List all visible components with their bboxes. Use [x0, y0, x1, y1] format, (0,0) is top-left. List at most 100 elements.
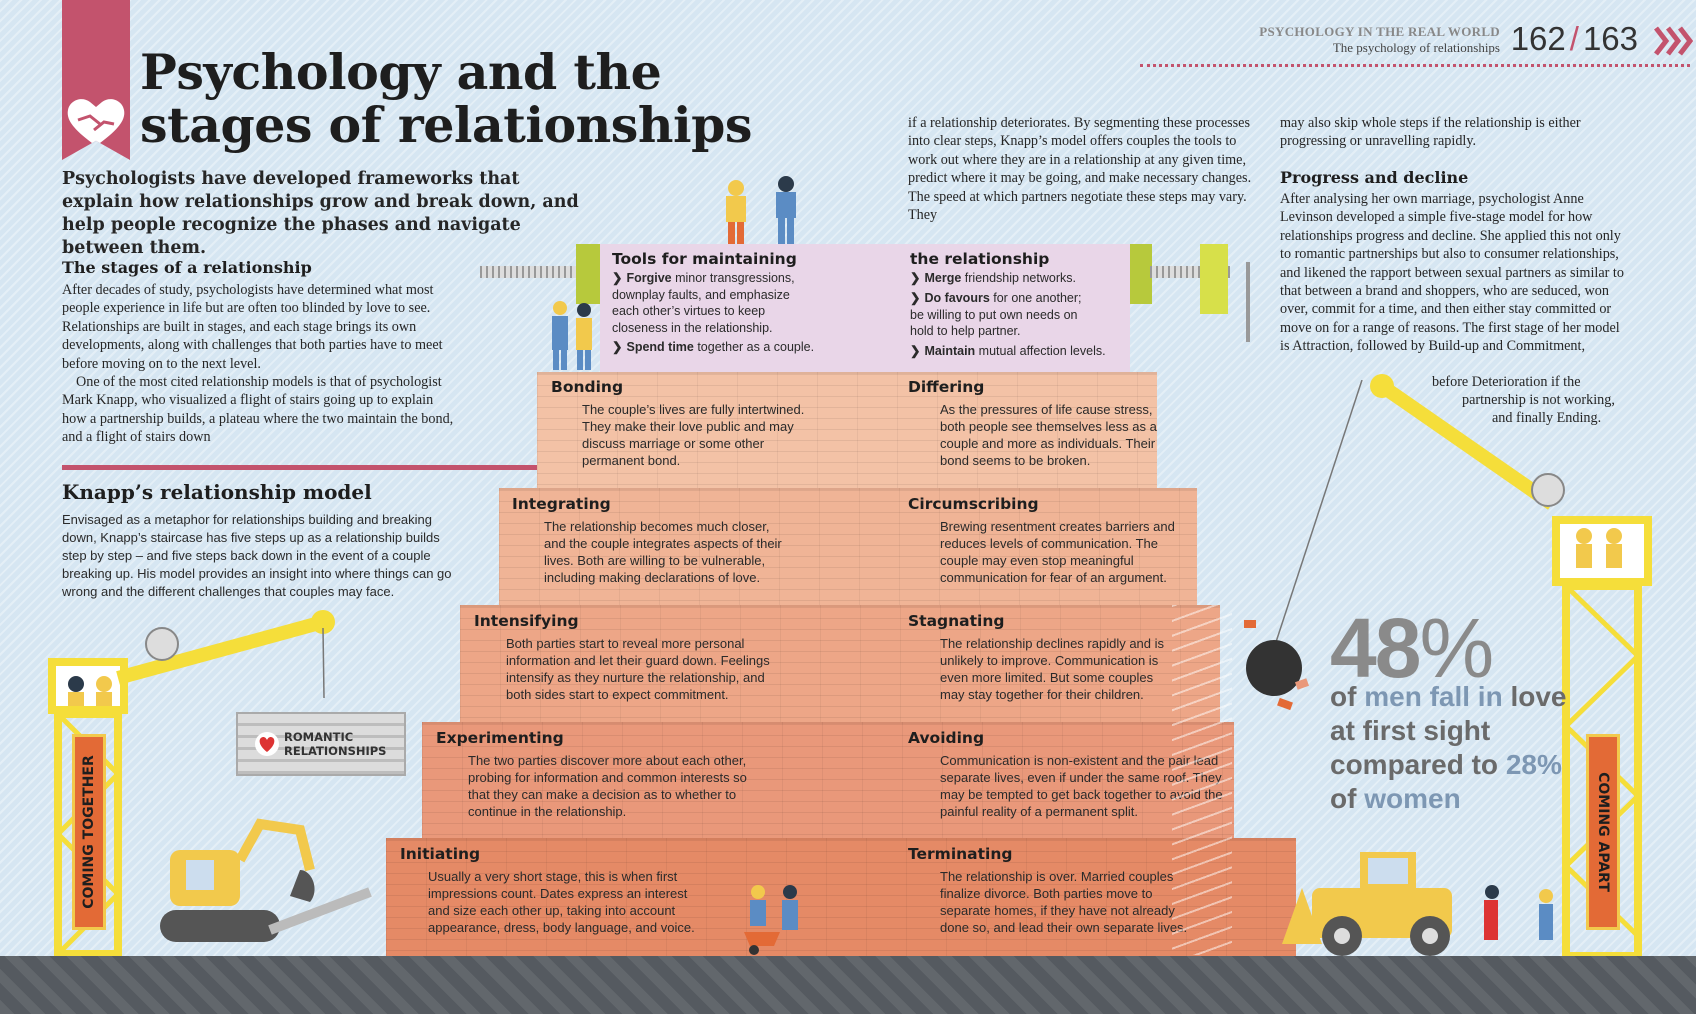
left-clamp: [576, 244, 600, 304]
avoiding-text: Communication is non-existent and the pa…: [940, 753, 1223, 819]
wheelbarrow-workers-illustration: [744, 885, 798, 955]
chevron-right-icon: ❯: [910, 271, 921, 285]
knapp-paragraph: Envisaged as a metaphor for relationship…: [62, 512, 452, 599]
section-divider: [62, 465, 537, 470]
bulldozer-illustration: [1282, 852, 1553, 956]
progress-paragraph: After analysing her own marriage, psycho…: [1280, 191, 1624, 355]
bullet-bold: Do favours: [924, 291, 990, 305]
progress-heading: Progress and decline: [1280, 168, 1469, 187]
integrating-text: The relationship becomes much closer, an…: [544, 519, 782, 585]
stat-caption: of men fall in love at first sight compa…: [1330, 680, 1570, 816]
step-initiating-terminating: [386, 838, 1296, 956]
cracked-wall: [1172, 605, 1232, 955]
differing-text: As the pressures of life cause stress, b…: [940, 402, 1157, 468]
terminating-text: The relationship is over. Married couple…: [940, 869, 1188, 935]
page-right: 163: [1582, 20, 1638, 57]
left-crane-illustration: [48, 610, 335, 958]
bonding-title: Bonding: [551, 378, 624, 396]
step-experimenting-avoiding: [422, 722, 1234, 838]
chevrons-icon: [1654, 26, 1694, 56]
experimenting-title: Experimenting: [436, 729, 564, 747]
title-line-2: stages of relationships: [140, 96, 752, 154]
progress-tail-1: before Deterioration if the: [1432, 374, 1581, 390]
step-intensifying-stagnating: [460, 605, 1220, 722]
coming-together-text: COMING TOGETHER: [81, 755, 97, 909]
tools-right-bullet-1: ❯Merge friendship networks.: [910, 270, 1110, 287]
bullet-text: for one another; be willing to put own n…: [910, 291, 1082, 338]
chevron-right-icon: ❯: [910, 344, 921, 358]
stages-heading: The stages of a relationship: [62, 258, 312, 277]
tools-left-title: Tools for maintaining: [612, 250, 797, 268]
progress-tail-2: partnership is not working,: [1462, 392, 1615, 408]
step-integrating-circumscribing: [499, 488, 1197, 605]
circumscribing-text: Brewing resentment creates barriers and …: [940, 519, 1175, 585]
stat-28: 28%: [1505, 749, 1562, 780]
page-slash: /: [1569, 20, 1579, 57]
terminating-title: Terminating: [908, 845, 1013, 863]
initiating-title: Initiating: [400, 845, 481, 863]
stagnating-title: Stagnating: [908, 612, 1005, 630]
integrating-title: Integrating: [512, 495, 611, 513]
left-clamp-rod: [480, 266, 580, 278]
avoiding-title: Avoiding: [908, 729, 985, 747]
stat-of: of: [1330, 681, 1365, 712]
experimenting-text: The two parties discover more about each…: [468, 753, 747, 819]
chevron-right-icon: ❯: [612, 340, 623, 354]
excavator-illustration: [160, 818, 372, 942]
coming-together-label: COMING TOGETHER: [72, 734, 106, 930]
bullet-text: friendship networks.: [961, 271, 1076, 285]
chevron-right-icon: ❯: [612, 271, 623, 285]
title-line-1: Psychology and the: [140, 43, 662, 101]
bullet-bold: Merge: [924, 271, 962, 285]
running-header: PSYCHOLOGY IN THE REAL WORLD The psychol…: [1259, 24, 1500, 56]
tools-right-title: the relationship: [910, 250, 1050, 268]
ground: [0, 956, 1696, 1014]
stagnating-text: The relationship declines rapidly and is…: [940, 636, 1165, 702]
workers-top-illustration: [726, 176, 796, 244]
initiating-text: Usually a very short stage, this is when…: [428, 869, 695, 935]
column-3-text: if a relationship deteriorates. By segme…: [908, 115, 1252, 224]
page-title: Psychology and the stages of relationshi…: [140, 46, 780, 152]
tools-left-bullet-1: ❯Forgive minor transgressions, downplay …: [612, 270, 812, 336]
subsection-name: The psychology of relationships: [1332, 40, 1500, 55]
bonding-text: The couple’s lives are fully intertwined…: [582, 402, 805, 468]
tools-right-bullet-2: ❯Do favours for one another; be willing …: [910, 290, 1096, 340]
page-left: 162: [1510, 20, 1566, 57]
stat-number: 48%: [1330, 600, 1494, 697]
stat-women: women: [1364, 783, 1461, 814]
stat-men: men fall in: [1364, 681, 1503, 712]
stat-value: 48: [1330, 601, 1421, 695]
right-clamp: [1130, 244, 1152, 304]
chapter-ribbon: [62, 0, 130, 160]
sign-line-2: RELATIONSHIPS: [284, 744, 387, 758]
heart-icon: [255, 732, 279, 756]
bullet-text: together as a couple.: [693, 340, 815, 354]
column-4-top-text: may also skip whole steps if the relatio…: [1280, 115, 1581, 150]
bullet-bold: Spend time: [626, 340, 694, 354]
romantic-relationships-sign: ROMANTIC RELATIONSHIPS: [236, 712, 406, 776]
tools-panel: [600, 244, 1130, 372]
workers-left-illustration: [552, 301, 592, 370]
header-dotted-rule: [1140, 64, 1690, 67]
clamp-screw: [1200, 244, 1228, 314]
heart-hands-icon: [67, 99, 125, 146]
intro-paragraph: Psychologists have developed frameworks …: [62, 169, 579, 258]
sign-line-1: ROMANTIC: [284, 730, 354, 744]
intensifying-text: Both parties start to reveal more person…: [506, 636, 770, 702]
clamp-handle: [1246, 262, 1250, 342]
section-name: PSYCHOLOGY IN THE REAL WORLD: [1259, 24, 1500, 39]
stat-middle: love at first sight compared to: [1330, 681, 1567, 780]
coming-apart-text: COMING APART: [1595, 772, 1611, 892]
tools-right-bullet-3: ❯Maintain mutual affection levels.: [910, 343, 1130, 360]
bullet-text: mutual affection levels.: [975, 344, 1106, 358]
bullet-bold: Maintain: [924, 344, 976, 358]
circumscribing-title: Circumscribing: [908, 495, 1039, 513]
stat-of-2: of: [1330, 783, 1365, 814]
wrecking-ball-illustration: [1244, 380, 1363, 711]
tools-left-bullet-2: ❯Spend time together as a couple.: [612, 339, 852, 356]
bullet-text: minor transgressions, downplay faults, a…: [612, 271, 795, 335]
step-bonding-differing: [537, 372, 1157, 488]
intensifying-title: Intensifying: [474, 612, 579, 630]
differing-title: Differing: [908, 378, 985, 396]
stat-percent: %: [1419, 601, 1494, 695]
